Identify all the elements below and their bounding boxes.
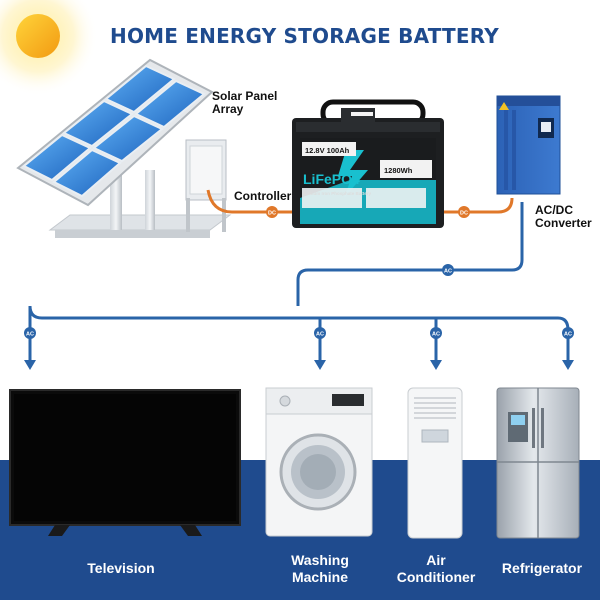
lifepo4-battery bbox=[292, 99, 444, 228]
ac-badge-air-conditioner bbox=[430, 327, 442, 339]
dc-badge-converter bbox=[458, 206, 470, 218]
ac-badge-television bbox=[24, 327, 36, 339]
ac-badge-refrigerator bbox=[562, 327, 574, 339]
ac-badge-main bbox=[442, 264, 454, 276]
solar-panel-array-image bbox=[16, 58, 232, 238]
ac-arrowheads bbox=[24, 360, 574, 370]
dc-badge-text: DC bbox=[268, 211, 276, 217]
battery-energy: 1280Wh bbox=[384, 166, 413, 175]
dc-connection-lines bbox=[206, 189, 514, 214]
ac-dc-converter-unit bbox=[496, 95, 561, 195]
ac-badge-text: AC bbox=[316, 332, 324, 338]
dc-badge-text: DC bbox=[460, 211, 468, 217]
television-label: Television bbox=[87, 560, 155, 576]
washing-machine-image bbox=[265, 387, 373, 537]
refrigerator-label: Refrigerator bbox=[501, 560, 583, 576]
battery-subtitle: Lithium Iron Phosphate Battery bbox=[304, 191, 372, 196]
dc-badge-controller bbox=[266, 206, 278, 218]
sun-icon bbox=[0, 0, 98, 96]
converter-label: AC/DC Converter bbox=[535, 203, 592, 230]
controller-label: Controller bbox=[234, 189, 292, 203]
solar-panel-array-label: Solar Panel Array bbox=[212, 89, 278, 116]
ac-badge-text: AC bbox=[26, 332, 34, 338]
battery-voltage-capacity: 12.8V 100Ah bbox=[305, 146, 350, 155]
ac-connection-lines bbox=[28, 202, 570, 362]
ac-badge-washing-machine bbox=[314, 327, 326, 339]
page-title: HOME ENERGY STORAGE BATTERY bbox=[110, 24, 499, 48]
refrigerator-image bbox=[496, 387, 580, 539]
washing-machine-label: Washing Machine bbox=[291, 552, 349, 585]
ac-badge-text: AC bbox=[432, 332, 440, 338]
ac-badge-text: AC bbox=[444, 269, 452, 275]
ac-badge-text: AC bbox=[564, 332, 572, 338]
battery-chemistry: LiFePO4 bbox=[303, 171, 360, 187]
air-conditioner-label: Air Conditioner bbox=[396, 552, 476, 585]
television-image bbox=[9, 389, 241, 536]
air-conditioner-image bbox=[407, 387, 463, 539]
